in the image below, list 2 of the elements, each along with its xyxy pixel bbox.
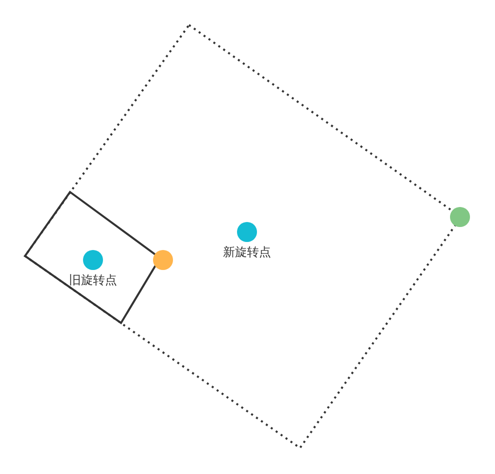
point-label: 新旋转点 (223, 244, 271, 261)
point-label: 旧旋转点 (69, 272, 117, 289)
